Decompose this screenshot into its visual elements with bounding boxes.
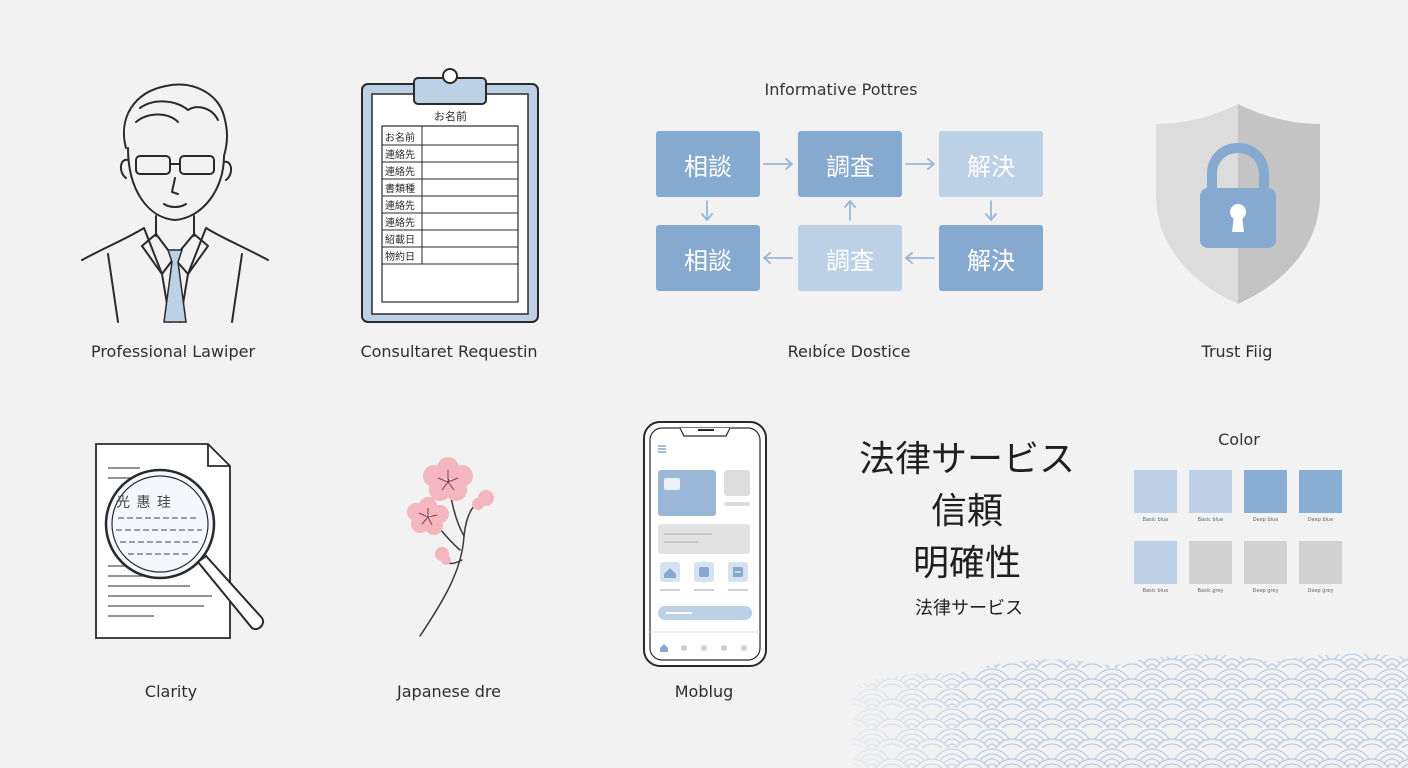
- sakura-blossom-medium: [407, 497, 449, 535]
- flow-step-consult-bottom: 相談: [656, 225, 760, 291]
- jp-trust-heading: 信頼: [930, 491, 1004, 532]
- trust-caption: Trust Fiig: [1201, 342, 1273, 361]
- jp-legal-service-sub: 法律サービス: [915, 598, 1023, 619]
- color-swatch: [1134, 541, 1177, 584]
- seigaiha-wave-pattern: [852, 648, 1408, 768]
- sakura-blossom-large: [423, 457, 473, 501]
- sakura-branch-icon: [407, 457, 494, 637]
- clipboard-row-label: 物約日: [385, 252, 415, 263]
- color-swatch: [1189, 541, 1232, 584]
- mobile-caption: Moblug: [674, 682, 734, 701]
- color-swatch-label: Basic blue: [1142, 517, 1169, 523]
- flow-step-resolve-top: 解決: [939, 131, 1043, 197]
- flow-step-investigate-bottom: 調査: [798, 225, 902, 291]
- lawyer-portrait-icon: [81, 83, 269, 323]
- clipboard-row-label: 書類種: [385, 184, 415, 195]
- clipboard-icon: お名前 お名前連絡先連絡先書類種連絡先連絡先紹載日物約日: [360, 68, 540, 324]
- clipboard-row-label: 連絡先: [385, 167, 415, 178]
- flow-step-investigate-top: 調査: [798, 131, 902, 197]
- clipboard-row-label: お名前: [385, 133, 415, 144]
- color-swatch: [1189, 470, 1232, 513]
- color-swatch-label: Deep blue: [1307, 517, 1334, 523]
- clipboard-row-label: 紹載日: [385, 235, 415, 246]
- color-swatch-label: Basic blue: [1142, 588, 1169, 594]
- color-swatch: [1134, 470, 1177, 513]
- color-swatch: [1244, 470, 1287, 513]
- clarity-caption: Clarity: [144, 682, 198, 701]
- clipboard-row-label: 連絡先: [385, 201, 415, 212]
- jp-legal-service-heading: 法律サービス: [858, 439, 1076, 480]
- magnifier-document-icon: 光 惠 珪: [94, 442, 266, 642]
- clipboard-row-label: 連絡先: [385, 218, 415, 229]
- color-swatch-label: Basic blue: [1197, 517, 1224, 523]
- flow-step-consult-top: 相談: [656, 131, 760, 197]
- color-swatch-label: Deep blue: [1252, 517, 1279, 523]
- palette-title: Color: [1218, 430, 1260, 449]
- lawyer-caption: Professional Lawiper: [90, 342, 256, 361]
- clipboard-title: お名前: [434, 110, 467, 123]
- color-swatch: [1299, 541, 1342, 584]
- color-swatch-label: Deep grey: [1307, 588, 1334, 594]
- color-swatch: [1244, 541, 1287, 584]
- color-swatch: [1299, 470, 1342, 513]
- flow-step-resolve-bottom: 解決: [939, 225, 1043, 291]
- color-swatch-label: Deep grey: [1252, 588, 1279, 594]
- flow-title: Informative Pottres: [764, 80, 918, 99]
- shield-lock-icon: [1156, 104, 1320, 304]
- smartphone-icon: [643, 421, 767, 667]
- document-stamp-text: 光 惠 珪: [116, 495, 172, 511]
- japanese-caption: Japanese dre: [397, 682, 501, 701]
- consult-caption: Consultaret Requestin: [360, 342, 538, 361]
- clipboard-row-label: 連絡先: [385, 150, 415, 161]
- process-caption: Reıbı́ce Dostice: [787, 342, 911, 361]
- jp-clarity-heading: 明確性: [912, 543, 1022, 584]
- color-swatch-label: Basic grey: [1197, 588, 1224, 594]
